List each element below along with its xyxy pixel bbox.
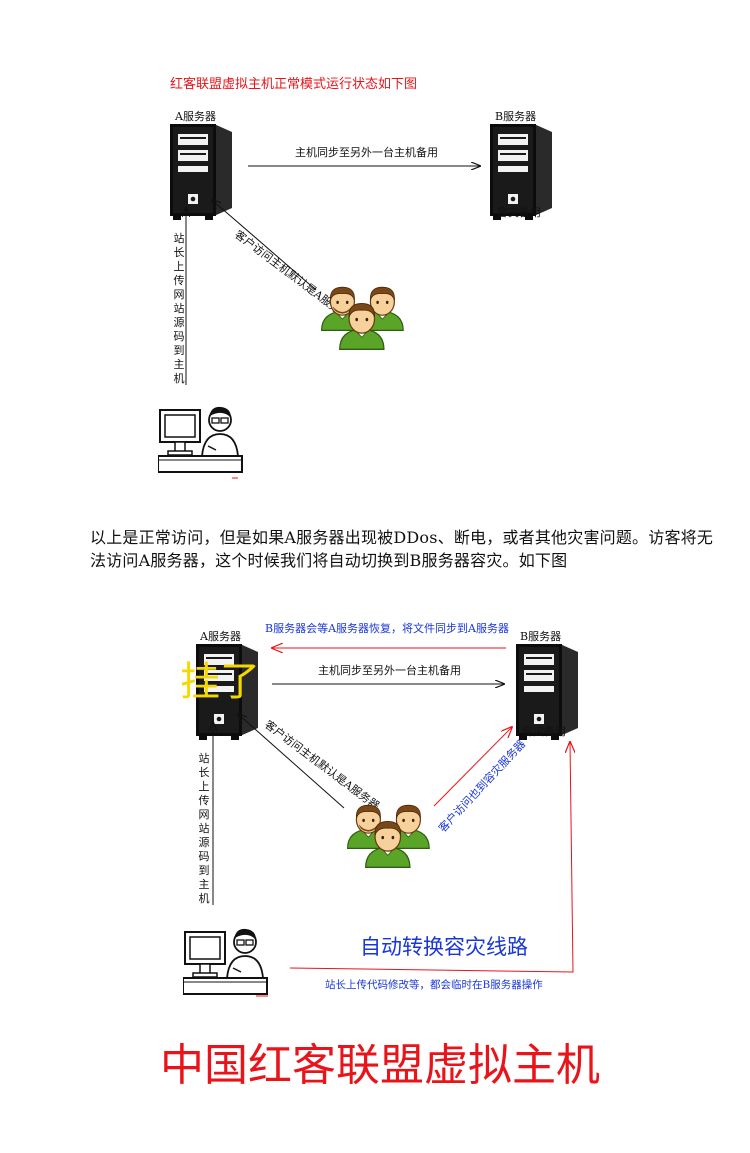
diagram1-title: 红客联盟虚拟主机正常模式运行状态如下图: [170, 77, 418, 92]
diagram1-disaster-label: 容灾备用: [497, 206, 541, 219]
explanation-paragraph: 以上是正常访问，但是如果A服务器出现被DDos、断电，或者其他灾害问题。访客将无…: [90, 528, 714, 570]
diagram2-disaster-label: 容灾备用: [522, 725, 566, 738]
diagram2-upload-label: 站长上传网站源码到主机: [198, 752, 210, 905]
diagram2-auto-switch-label: 自动转换容灾线路: [360, 935, 528, 959]
diagram2-auto-switch-arrow: [289, 742, 573, 973]
diagram2-server-a-label: A服务器: [200, 630, 241, 643]
diagram2-restore-label: B服务器会等A服务器恢复，将文件同步到A服务器: [265, 622, 509, 635]
diagram2-server-b-label: B服务器: [520, 630, 562, 643]
footer-title: 中国红客联盟虚拟主机: [160, 1040, 600, 1091]
diagram1-server-a-label: A服务器: [175, 110, 216, 123]
diagram2-visitor-b-arrow: [433, 727, 512, 807]
diagram2-sync-label: 主机同步至另外一台主机备用: [318, 664, 461, 677]
diagram2-temp-op-label: 站长上传代码修改等，都会临时在B服务器操作: [325, 979, 543, 991]
diagram1-sync-label: 主机同步至另外一台主机备用: [295, 146, 438, 159]
diagram1-visitor-arrow: [212, 200, 317, 291]
diagram1-upload-label: 站长上传网站源码到主机: [173, 232, 185, 385]
diagram2-visitor-arrow: [238, 714, 345, 809]
diagram2-down-label: 挂了: [180, 659, 260, 705]
diagram1-server-b-label: B服务器: [495, 110, 537, 123]
